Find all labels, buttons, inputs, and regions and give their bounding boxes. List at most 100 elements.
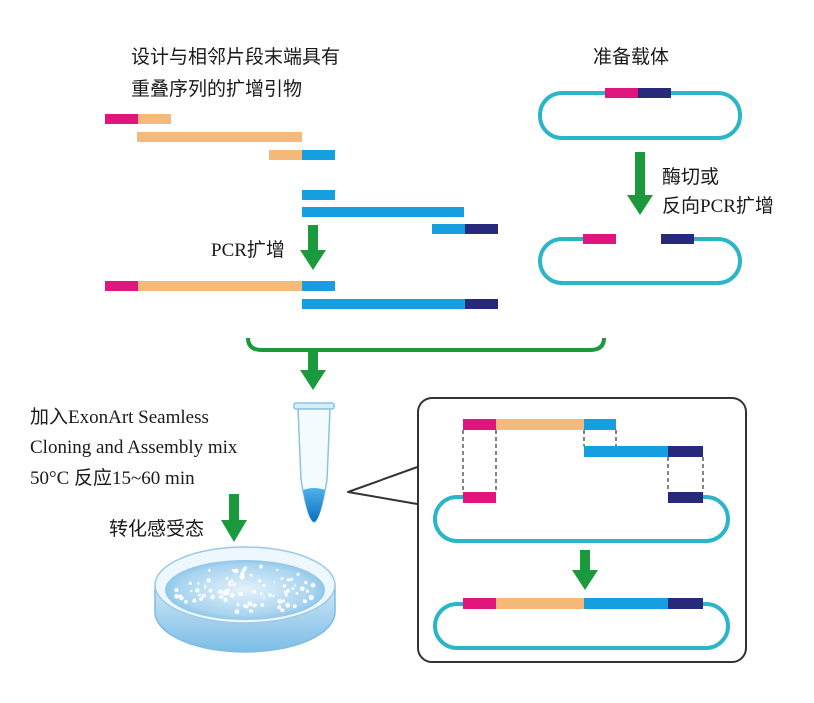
vector-step-line-2: 反向PCR扩增 [662,195,774,217]
callout-vector-left [463,492,496,503]
vector-title: 准备载体 [593,46,669,68]
colony-dot [250,609,254,613]
colony-dot [293,584,297,587]
colony-dot [236,603,240,607]
linear-vector-overlap-right [661,234,694,244]
fragment-a-primers [105,114,335,160]
fragment-a-template [137,132,302,142]
final-left-overlap [463,598,496,609]
bacterial-colonies [174,564,316,615]
vector-circular [538,88,742,140]
fragment-b-primers [302,190,498,234]
colony-dot [230,579,234,583]
colony-dot [234,609,240,615]
colony-dot [202,593,206,598]
colony-dot [292,604,297,609]
colony-dot [296,572,300,576]
final-insert-a [496,598,584,609]
colony-dot [284,593,289,597]
primer-a-reverse [269,150,302,160]
vector-overlap-left [605,88,638,98]
pcr-products [105,281,498,309]
colony-dot [272,594,275,598]
colony-dot [174,588,179,593]
assembly-callout [347,397,747,663]
colony-dot [290,577,294,582]
colony-dot [280,577,284,580]
colony-dot [188,581,192,585]
colony-dot [228,583,232,587]
colony-dot [243,604,247,608]
pcr-arrow [300,225,326,270]
transform-arrow [221,494,247,542]
colony-dot [302,587,305,590]
colony-dot [268,593,272,597]
colony-dot [275,568,279,572]
vector-arrow [627,152,653,215]
callout-fragment-b-right [668,446,703,457]
fragment-b-template [302,207,464,217]
colony-dot [308,594,314,601]
colony-dot [281,599,286,603]
colony-dot [249,573,253,577]
colony-dot [286,588,290,593]
product-b-overlap-right [465,299,498,309]
colony-dot [251,604,254,607]
colony-dot [277,605,282,610]
colony-dot [262,583,266,587]
colony-dot [207,568,211,572]
product-a-overlap-right [302,281,335,291]
linear-vector-overlap-left [583,234,616,244]
callout-fragment-a-insert [496,419,584,430]
colony-dot [184,599,188,604]
colony-dot [260,603,265,607]
callout-fragment-b-insert [584,446,668,457]
primer-a-forward [138,114,171,124]
colony-dot [305,589,310,593]
colony-dot [310,582,316,588]
vector-overlap-right [638,88,671,98]
colony-dot [286,578,291,582]
product-b-insert [302,299,465,309]
final-insert-b [584,598,668,609]
colony-dot [291,587,295,590]
colony-dot [190,589,193,593]
colony-dot [238,592,241,595]
title-line-2: 重叠序列的扩增引物 [131,78,302,100]
vector-step-line-1: 酶切或 [662,166,719,188]
callout-fragment-a-left [463,419,496,430]
colony-dot [174,594,180,599]
reaction-line-3: 50°C 反应15~60 min [30,467,195,489]
colony-dot [199,596,204,602]
vector-linearized [538,234,742,285]
colony-dot [179,595,184,601]
colony-dot [277,599,283,604]
colony-dot [224,589,230,596]
colony-dot [295,591,299,595]
colony-dot [192,598,197,603]
callout-vector-right [668,492,703,503]
colony-dot [282,584,287,588]
colony-dot [219,594,224,600]
final-right-overlap [668,598,703,609]
colony-dot [228,581,232,584]
combine-bracket [246,337,606,390]
colony-dot [259,564,263,569]
petri-dish [154,546,336,653]
colony-dot [223,597,228,603]
product-a-overlap-left [105,281,138,291]
colony-dot [258,579,262,583]
primer-b-forward [302,190,335,200]
colony-dot [204,586,207,589]
primer-a-reverse-overlap [302,150,335,160]
primer-b-reverse-overlap [465,224,498,234]
colony-dot [252,603,257,608]
colony-dot [198,593,201,597]
product-a-insert [138,281,302,291]
reaction-line-2: Cloning and Assembly mix [30,437,238,458]
colony-dot [252,589,256,594]
colony-dot [263,596,266,599]
colony-dot [229,593,235,598]
